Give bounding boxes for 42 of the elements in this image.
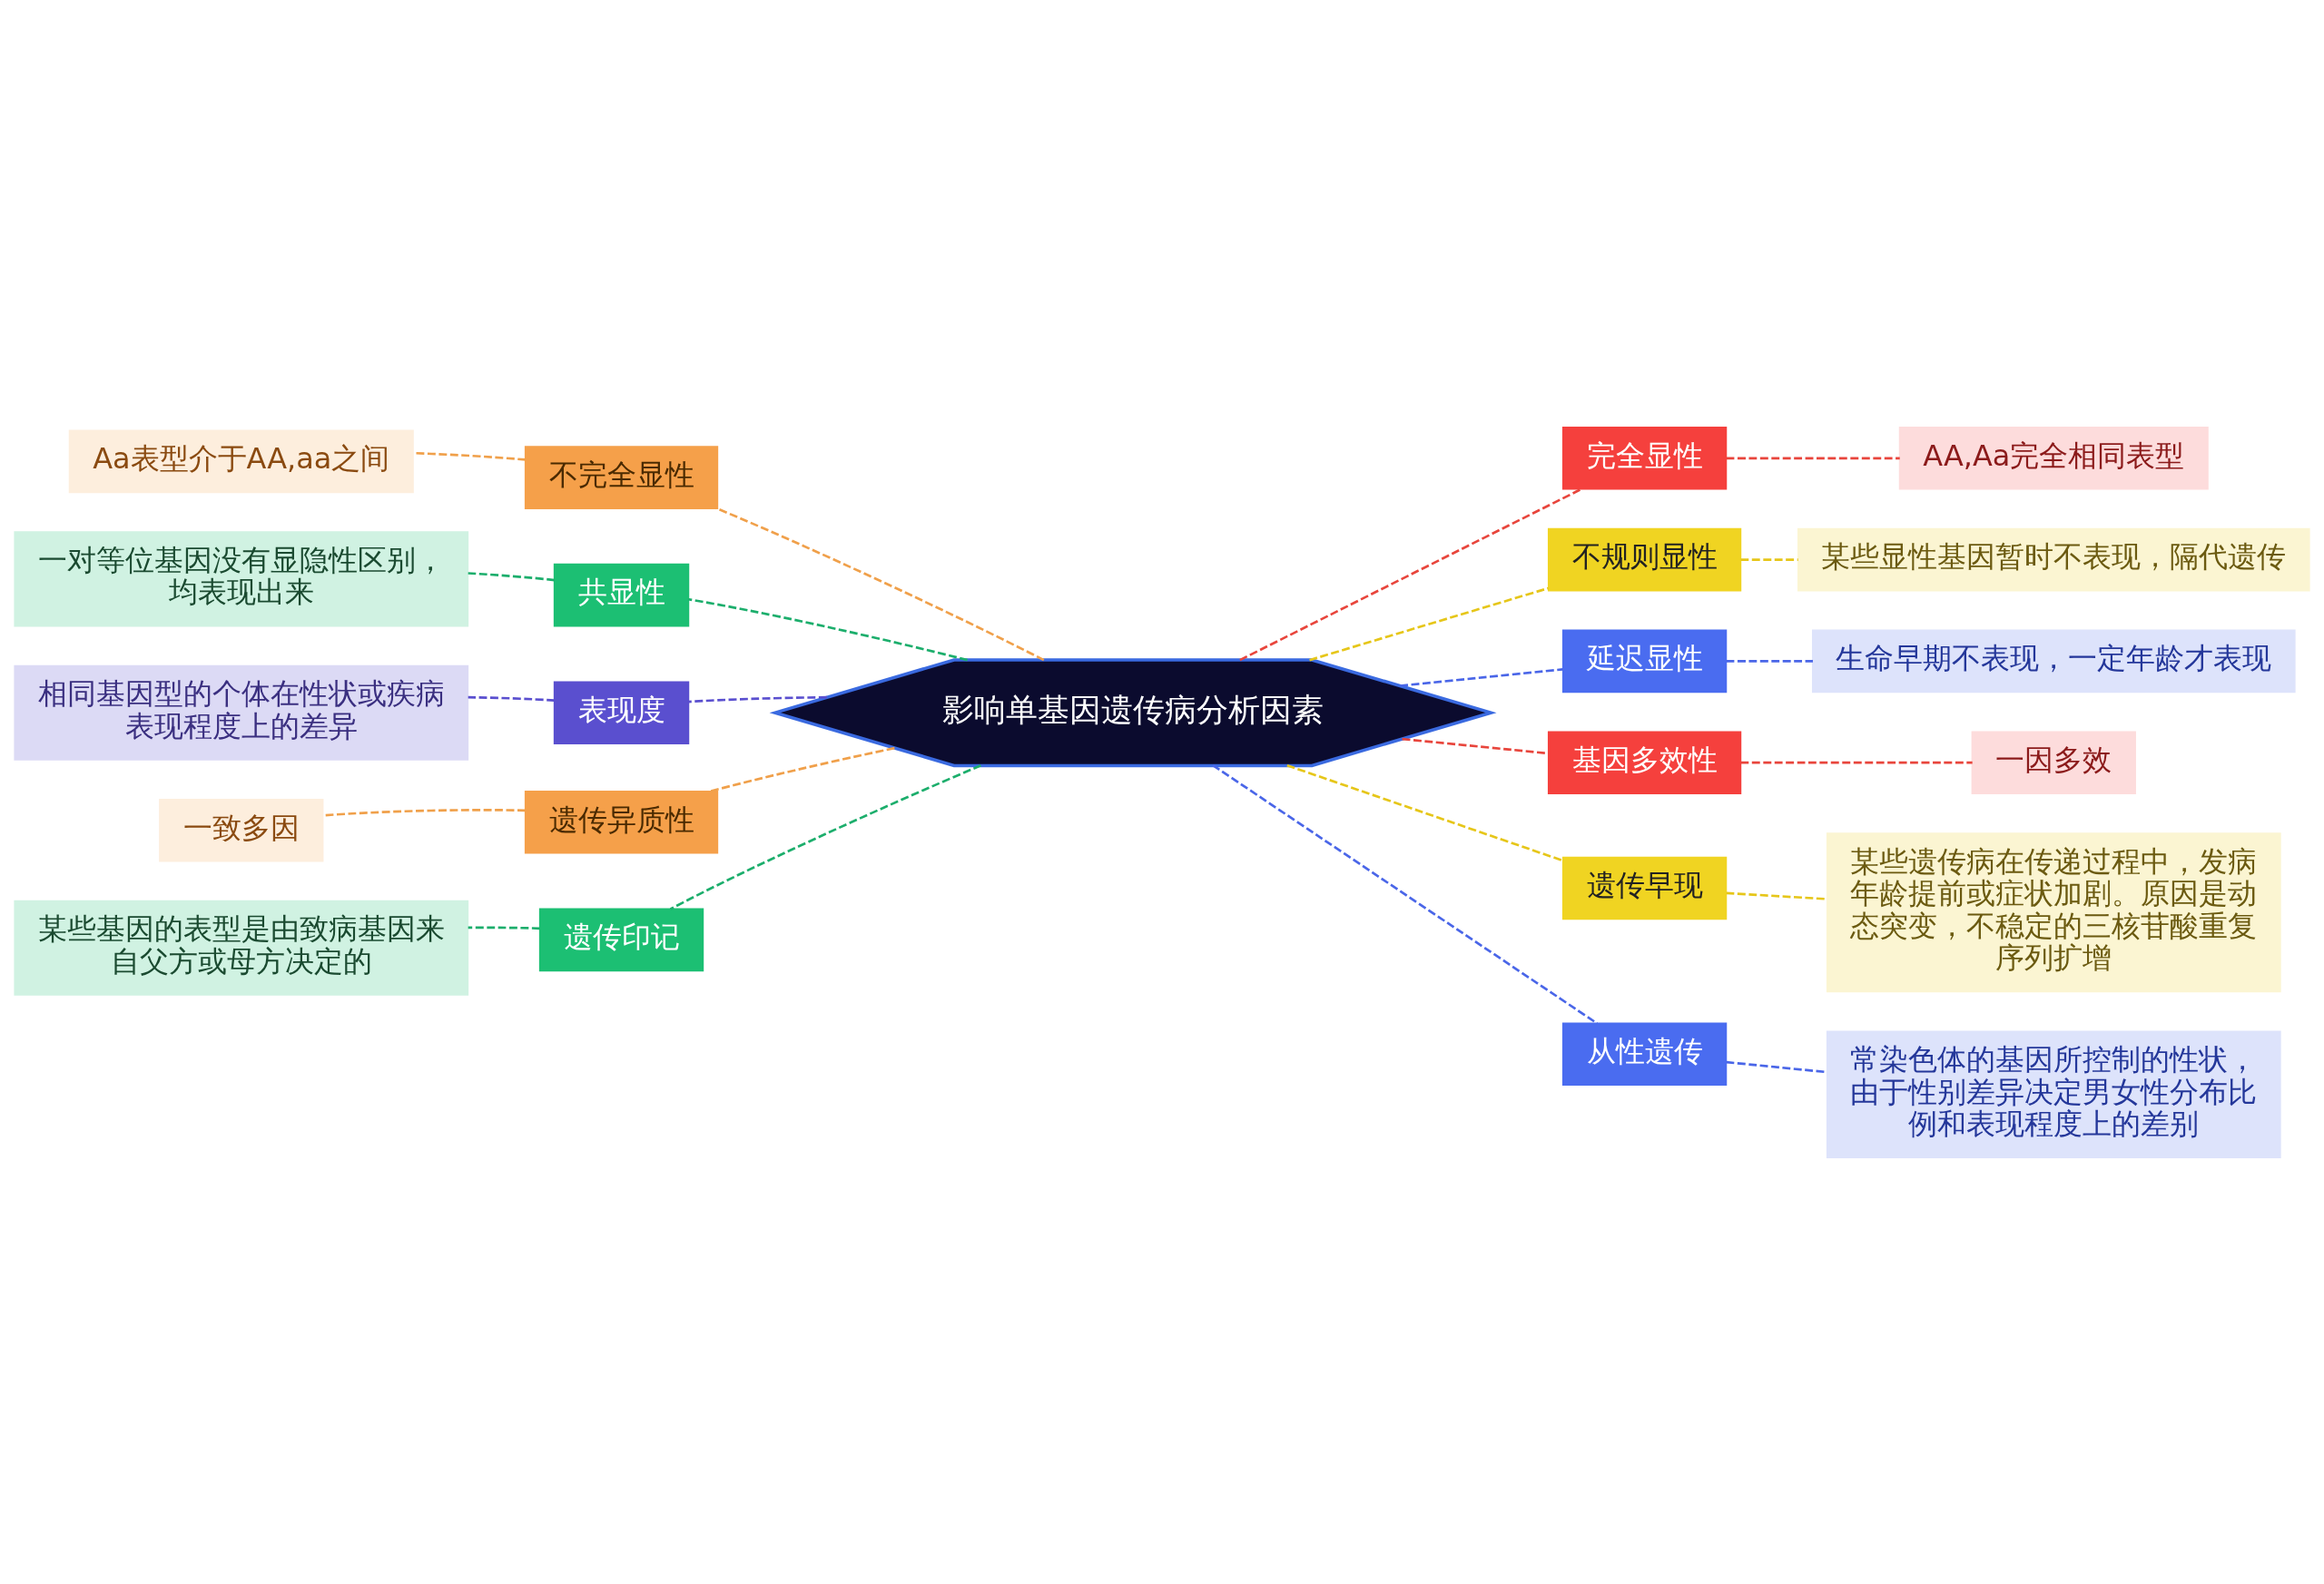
connector xyxy=(708,746,895,792)
node-box: 表现度 xyxy=(553,680,690,744)
node-box: 遗传异质性 xyxy=(524,790,719,854)
node-box: 不完全显性 xyxy=(524,445,719,509)
node-box: 完全显性 xyxy=(1561,426,1728,490)
node-box: 生命早期不表现，一定年龄才表现 xyxy=(1811,629,2296,693)
node-box: AA,Aa完全相同表型 xyxy=(1898,426,2209,490)
node-box: 常染色体的基因所控制的性状，由于性别差异决定男女性分布比例和表现程度上的差别 xyxy=(1826,1029,2281,1158)
connector xyxy=(1309,586,1550,661)
connector xyxy=(1212,763,1599,1025)
connector xyxy=(413,451,527,461)
connector xyxy=(1740,557,1798,561)
connector xyxy=(688,695,827,703)
connector xyxy=(1239,487,1582,661)
node-box: 一因多效 xyxy=(1971,730,2136,794)
connector xyxy=(468,695,555,702)
connector xyxy=(1402,737,1550,754)
node-box: 共显性 xyxy=(553,563,690,626)
node-box: 延迟显性 xyxy=(1561,629,1728,693)
node-box: 相同基因型的个体在性状或疾病表现程度上的差异 xyxy=(14,664,469,761)
connector xyxy=(1726,1060,1827,1073)
connector xyxy=(1400,667,1563,687)
node-box: 遗传印记 xyxy=(538,908,704,971)
connector xyxy=(1726,659,1813,663)
connector xyxy=(1726,891,1827,900)
connector xyxy=(1286,763,1563,861)
connector xyxy=(669,763,981,910)
node-box: 遗传早现 xyxy=(1561,856,1728,920)
node-box: 不规则显性 xyxy=(1547,527,1742,591)
node-box: 基因多效性 xyxy=(1547,730,1742,794)
node-box: 一致多因 xyxy=(159,798,324,861)
node-box: 某些基因的表型是由致病基因来自父方或母方决定的 xyxy=(14,900,469,996)
node-box: Aa表型介于AA,aa之间 xyxy=(68,429,414,493)
node-box: 一对等位基因没有显隐性区别，均表现出来 xyxy=(14,530,469,626)
connector xyxy=(688,597,968,661)
connector xyxy=(468,571,555,581)
node-box: 从性遗传 xyxy=(1561,1022,1728,1086)
node-box: 某些遗传病在传递过程中，发病年龄提前或症状加剧。原因是动态突变，不稳定的三核苷酸重复序列扩增 xyxy=(1826,831,2281,992)
node-box: 某些显性基因暂时不表现，隔代遗传 xyxy=(1797,527,2310,591)
connector xyxy=(1726,457,1900,459)
connector xyxy=(1740,761,1973,763)
connector xyxy=(468,926,540,930)
